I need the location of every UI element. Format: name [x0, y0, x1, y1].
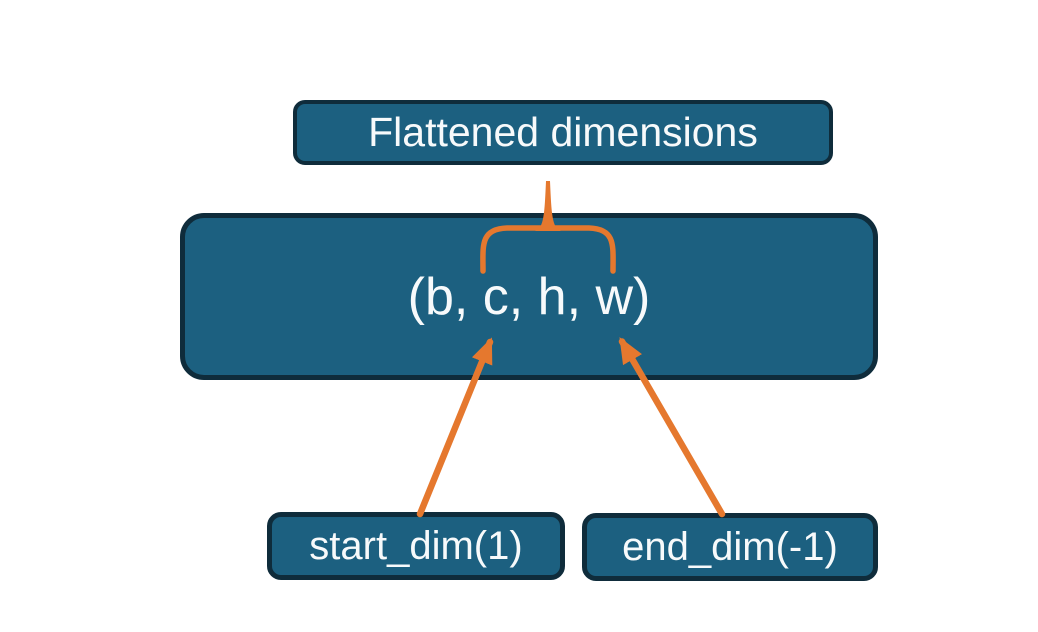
- flattened-dimensions-label: Flattened dimensions: [368, 109, 758, 155]
- tensor-shape-box: (b, c, h, w): [180, 213, 878, 380]
- tensor-shape-label: (b, c, h, w): [407, 267, 651, 326]
- start-dim-box: start_dim(1): [267, 512, 565, 580]
- flattened-dimensions-box: Flattened dimensions: [293, 100, 833, 165]
- end-dim-box: end_dim(-1): [582, 513, 878, 581]
- end-dim-label: end_dim(-1): [622, 524, 838, 569]
- start-dim-label: start_dim(1): [309, 523, 523, 568]
